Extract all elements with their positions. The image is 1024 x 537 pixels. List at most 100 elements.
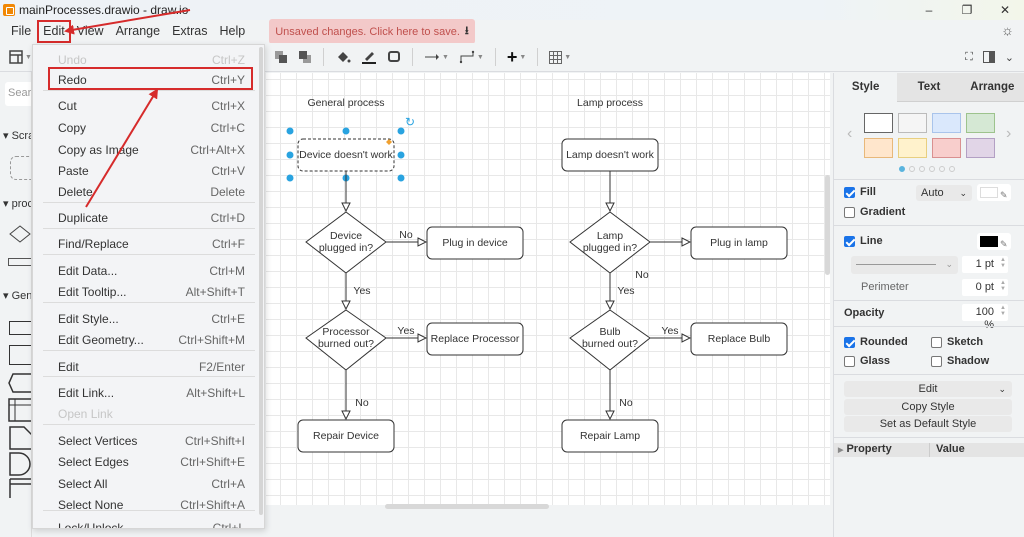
rotate-handle-icon[interactable]: ↻ xyxy=(405,115,415,129)
delay-shape-icon[interactable] xyxy=(9,452,32,476)
fill-color-picker[interactable]: ✎ xyxy=(977,184,1011,201)
hexagon-shape-icon[interactable] xyxy=(7,372,32,394)
menu-arrange[interactable]: Arrange xyxy=(115,24,161,38)
lamp-start-node[interactable]: Lamp doesn't work xyxy=(561,138,659,172)
swatch-prev-icon[interactable]: ‹ xyxy=(847,125,853,142)
square-shape-icon[interactable] xyxy=(9,345,31,365)
note-shape-icon[interactable] xyxy=(9,426,32,450)
lamp-end-node[interactable]: Repair Lamp xyxy=(561,419,659,453)
menu-view[interactable]: View xyxy=(76,24,104,38)
lamp-decision1-node[interactable]: Lamp plugged in? xyxy=(569,211,651,274)
table-icon[interactable]: ▼ xyxy=(549,50,571,64)
menu-item-edit-style[interactable]: Edit Style...Ctrl+E xyxy=(33,308,255,329)
style-swatch[interactable] xyxy=(966,113,995,133)
menu-item-edit-tooltip[interactable]: Edit Tooltip...Alt+Shift+T xyxy=(33,281,255,302)
menu-edit[interactable]: Edit xyxy=(37,20,71,43)
style-swatch[interactable] xyxy=(864,138,893,158)
pager-dot[interactable] xyxy=(939,166,945,172)
general-action1-node[interactable]: Plug in device xyxy=(426,226,524,260)
lamp-action2-node[interactable]: Replace Bulb xyxy=(690,322,788,356)
fill-color-icon[interactable] xyxy=(335,50,351,64)
process-shape-icon[interactable] xyxy=(8,258,31,266)
menu-scrollbar[interactable] xyxy=(259,47,263,515)
shadow-checkbox[interactable] xyxy=(931,355,942,367)
general-decision1-node[interactable]: Device plugged in? xyxy=(305,211,387,274)
rounded-checkbox[interactable] xyxy=(844,336,855,348)
sketch-checkbox[interactable] xyxy=(931,336,942,348)
connection-icon[interactable]: ▼ xyxy=(424,52,449,62)
sidebar-section-general[interactable]: ▾ General xyxy=(3,290,32,302)
glass-checkbox[interactable] xyxy=(844,355,855,367)
swatch-next-icon[interactable]: › xyxy=(1006,125,1012,142)
to-front-icon[interactable] xyxy=(274,50,288,64)
line-checkbox[interactable] xyxy=(844,235,855,247)
diamond-shape-icon[interactable] xyxy=(8,224,32,244)
pager-dot[interactable] xyxy=(949,166,955,172)
theme-sun-icon[interactable]: ☼ xyxy=(1001,22,1014,38)
format-panel-icon[interactable]: ▼ xyxy=(9,50,32,64)
edit-style-dropdown[interactable]: Edit⌄ xyxy=(844,381,1012,397)
to-back-icon[interactable] xyxy=(298,50,312,64)
line-style-select[interactable]: ⌄ xyxy=(851,256,958,274)
pager-dot[interactable] xyxy=(909,166,915,172)
style-swatch[interactable] xyxy=(932,138,961,158)
close-button[interactable]: ✕ xyxy=(999,3,1011,17)
selection-handles[interactable] xyxy=(286,127,405,182)
shape-search-input[interactable]: Search xyxy=(5,82,31,106)
fill-checkbox[interactable] xyxy=(844,186,855,198)
property-column-header[interactable]: ▶ Property xyxy=(834,443,930,457)
panel-toggle-icon[interactable] xyxy=(982,51,995,63)
list-shape-icon[interactable] xyxy=(9,478,32,498)
general-action2-node[interactable]: Replace Processor xyxy=(426,322,524,356)
lamp-decision2-node[interactable]: Bulb burned out? xyxy=(569,309,651,371)
menu-item-edit-geometry[interactable]: Edit Geometry...Ctrl+Shift+M xyxy=(33,329,255,350)
menu-help[interactable]: Help xyxy=(219,24,246,38)
rectangle-shape-icon[interactable] xyxy=(9,321,31,335)
style-swatch[interactable] xyxy=(898,138,927,158)
pager-dot[interactable] xyxy=(929,166,935,172)
collapse-icon[interactable]: ⌄ xyxy=(1004,51,1014,64)
line-color-picker[interactable]: ✎ xyxy=(977,233,1011,250)
style-swatch[interactable] xyxy=(864,113,893,133)
tab-style[interactable]: Style xyxy=(834,73,898,102)
line-color-icon[interactable] xyxy=(361,50,377,64)
general-start-node[interactable]: Device doesn't work xyxy=(297,138,395,172)
menu-item-edit-data[interactable]: Edit Data...Ctrl+M xyxy=(33,260,255,281)
waypoints-icon[interactable]: ▼ xyxy=(459,50,484,64)
pager-dot[interactable] xyxy=(899,166,905,172)
copy-style-button[interactable]: Copy Style xyxy=(844,399,1012,415)
general-decision2-node[interactable]: Processor burned out? xyxy=(305,309,387,371)
menu-file[interactable]: File xyxy=(11,24,32,38)
fill-mode-select[interactable]: Auto⌄ xyxy=(916,185,972,201)
line-width-input[interactable]: 1 pt▲▼ xyxy=(962,256,1008,273)
insert-icon[interactable]: +▼ xyxy=(506,46,527,67)
general-end-node[interactable]: Repair Device xyxy=(297,419,395,453)
shadow-icon[interactable] xyxy=(387,50,401,64)
pager-dot[interactable] xyxy=(919,166,925,172)
scratchpad-dropzone[interactable] xyxy=(10,156,31,180)
gradient-checkbox[interactable] xyxy=(844,206,855,218)
fullscreen-icon[interactable]: ⛶ xyxy=(965,50,973,63)
sidebar-section-scratchpad[interactable]: ▾ Scratchpad xyxy=(3,130,31,142)
opacity-input[interactable]: 100 %▲▼ xyxy=(962,304,1008,331)
menu-extras[interactable]: Extras xyxy=(172,24,208,38)
menu-item-edit-link[interactable]: Edit Link...Alt+Shift+L xyxy=(33,382,255,403)
set-default-style-button[interactable]: Set as Default Style xyxy=(844,416,1012,432)
minimize-button[interactable]: – xyxy=(925,3,933,17)
diagram-canvas[interactable]: General process Device doesn't work ↻ De… xyxy=(266,73,830,505)
restore-button[interactable]: ❐ xyxy=(961,3,973,17)
perimeter-input[interactable]: 0 pt▲▼ xyxy=(962,279,1008,296)
style-swatch[interactable] xyxy=(966,138,995,158)
